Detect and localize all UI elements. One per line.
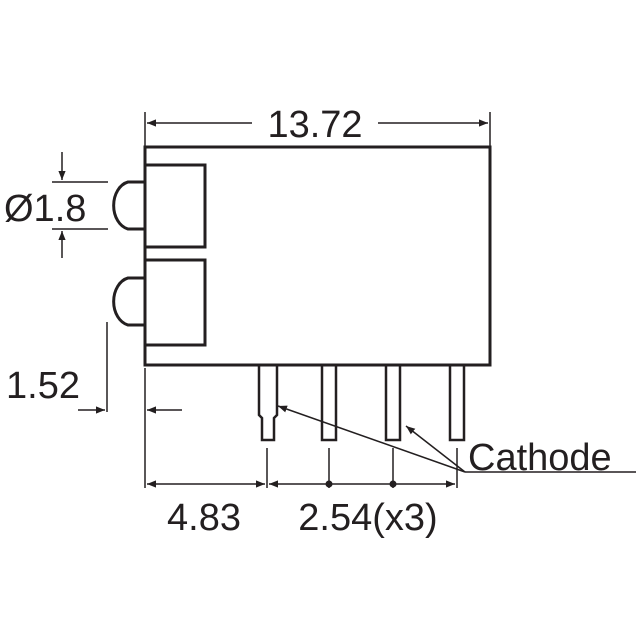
led-offset-dimension: 1.52 bbox=[6, 322, 182, 488]
pin-4 bbox=[448, 363, 466, 442]
pin-spacing-dimension: 4.83 2.54(x3) bbox=[147, 448, 458, 539]
cathode-callout: Cathode bbox=[277, 405, 636, 479]
led-diameter-dimension: Ø1.8 bbox=[4, 152, 108, 258]
component-body bbox=[143, 145, 492, 367]
led-housing-bottom bbox=[112, 258, 207, 347]
led-housing-top bbox=[112, 163, 207, 249]
overall-width-dimension: 13.72 bbox=[144, 104, 491, 146]
pin-pitch-label: 2.54(x3) bbox=[298, 497, 437, 539]
pin-2 bbox=[320, 363, 338, 442]
first-pin-offset-label: 4.83 bbox=[167, 497, 241, 539]
overall-width-label: 13.72 bbox=[267, 104, 362, 146]
cathode-label: Cathode bbox=[468, 437, 612, 479]
led-diameter-label: Ø1.8 bbox=[4, 188, 86, 230]
led-offset-label: 1.52 bbox=[6, 365, 80, 407]
pin-1 bbox=[257, 365, 279, 442]
pin-3 bbox=[384, 363, 402, 442]
